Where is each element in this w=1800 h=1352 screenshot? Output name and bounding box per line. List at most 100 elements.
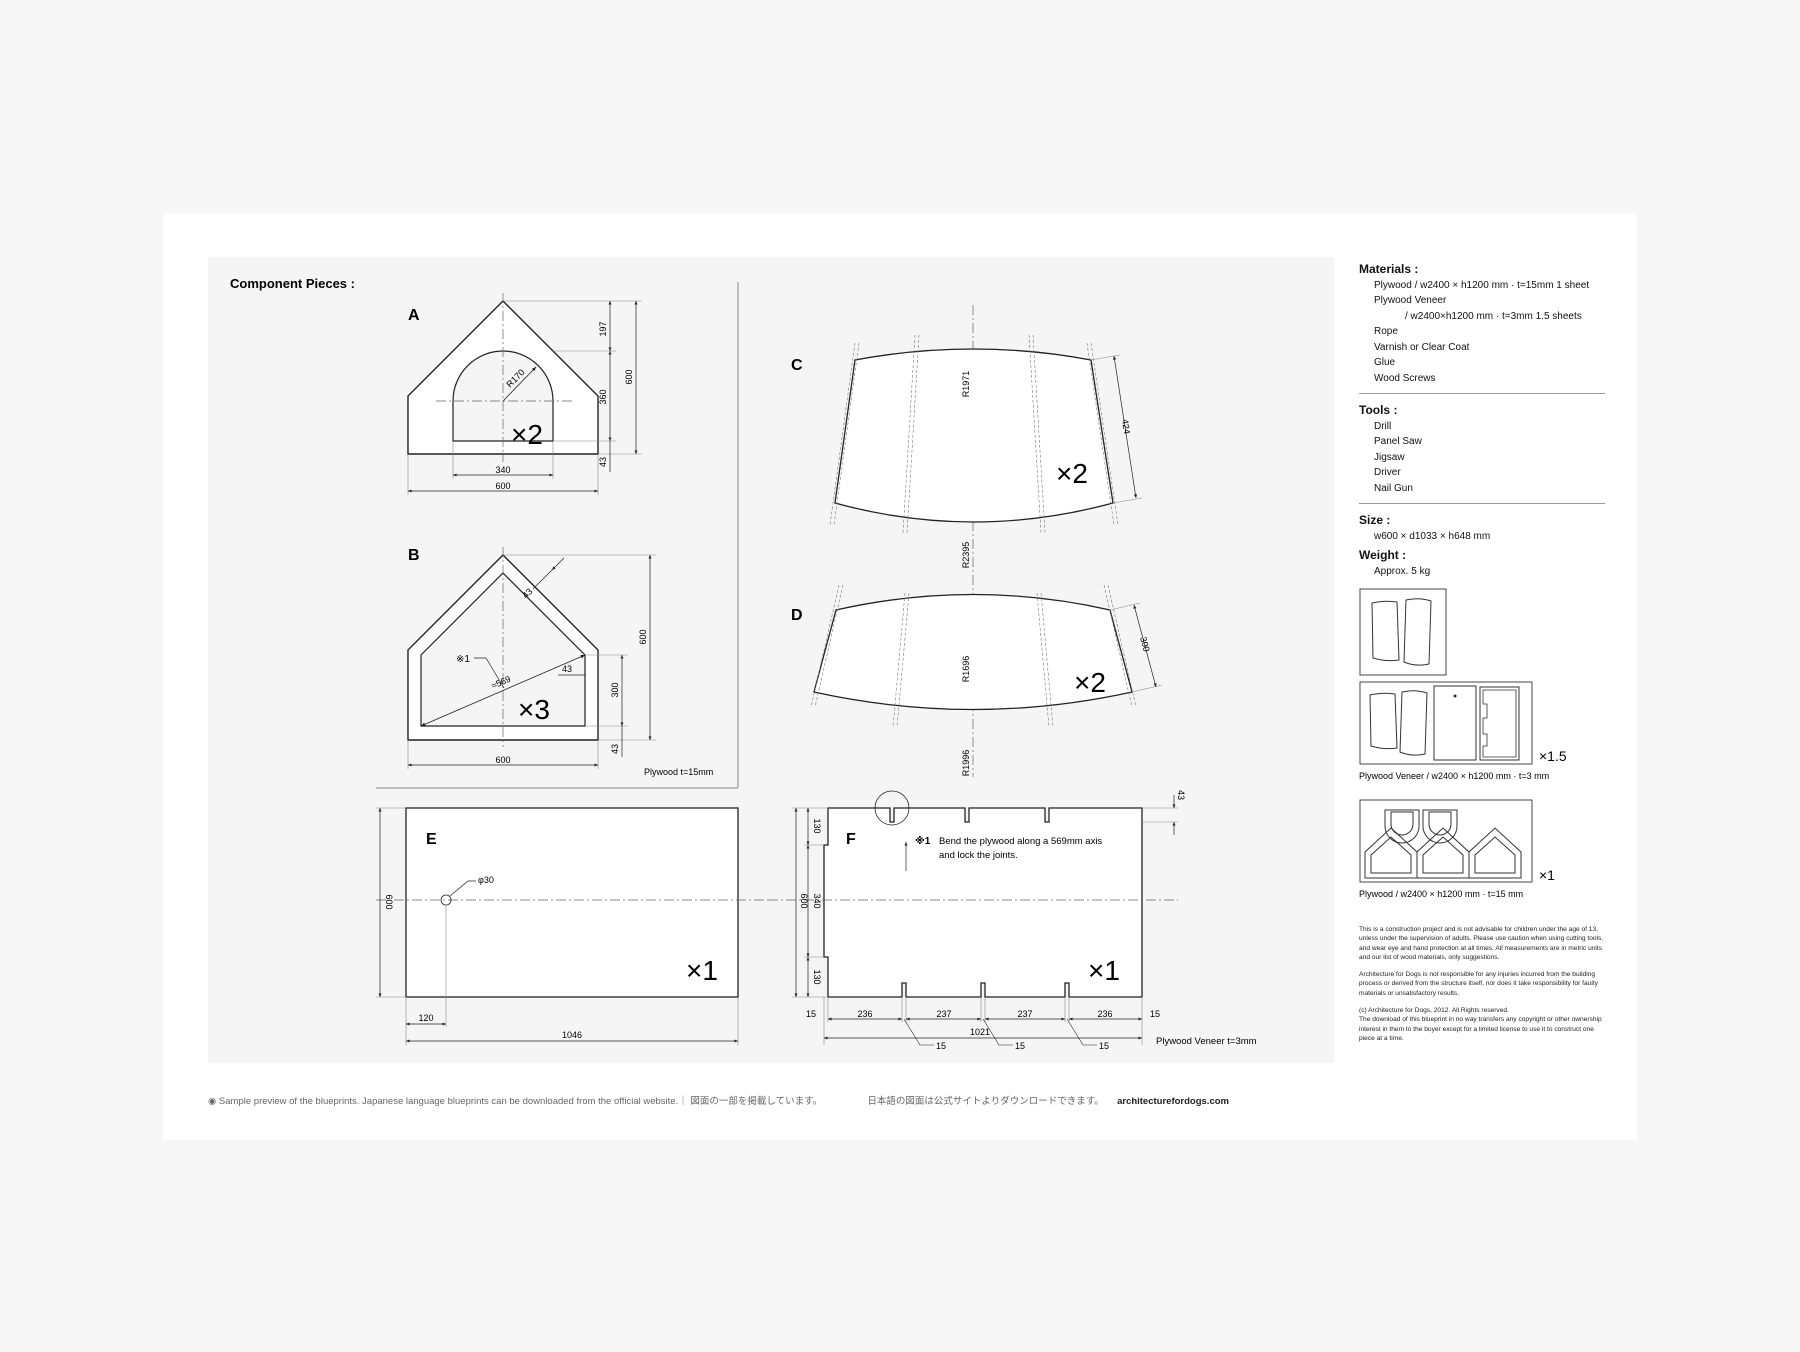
footer: ◉ Sample preview of the blueprints. Japa…: [208, 1093, 1229, 1107]
piece-f: F ※1 Bend the plywood along a 569mm axis…: [768, 790, 1186, 1051]
tool-item: Driver: [1374, 467, 1401, 478]
piece-a-qty: ×2: [511, 419, 543, 450]
dim-b-300: 300: [610, 682, 620, 697]
dim-b-43b: 43: [562, 664, 572, 674]
dim-f-s15c: 15: [1099, 1041, 1109, 1051]
layout-veneer-mult: ×1.5: [1539, 748, 1567, 764]
drawing-canvas: Component Pieces : A R170 ×2: [230, 276, 1257, 1051]
tool-item: Nail Gun: [1374, 482, 1413, 494]
layout-veneer-label: Plywood Veneer / w2400 × h1200 mm · t=3 …: [1359, 771, 1549, 781]
piece-d-letter: D: [791, 607, 803, 624]
plywood-label: Plywood t=15mm: [644, 767, 713, 777]
dim-f-s15a: 15: [936, 1041, 946, 1051]
component-drawing: Component Pieces : A R170 ×2: [208, 257, 1334, 1063]
dim-f-b237a: 237: [936, 1009, 951, 1019]
dim-e-600: 600: [384, 894, 394, 909]
piece-e: E φ30 ×1 600 120 1046: [376, 807, 768, 1045]
license-text: The download of this blueprint in no way…: [1359, 1016, 1602, 1042]
material-item-indent: / w2400×h1200 mm · t=3mm 1.5 sheets: [1405, 310, 1582, 322]
legal-notice: This is a construction project and is no…: [1359, 925, 1605, 1043]
tool-item: Jigsaw: [1374, 451, 1405, 463]
joint-detail-circle: [874, 790, 910, 826]
dim-c-424: 424: [1120, 418, 1132, 434]
dim-a-43: 43: [598, 457, 608, 467]
dim-f-130a: 130: [812, 818, 822, 833]
piece-e-qty: ×1: [686, 955, 718, 986]
dim-f-b236b: 236: [1097, 1009, 1112, 1019]
material-item: Rope: [1374, 326, 1398, 337]
dim-a-197: 197: [598, 321, 608, 336]
spec-sidebar: Materials : Plywood / w2400 × h1200 mm ·…: [1359, 260, 1605, 579]
dim-a-360: 360: [598, 389, 608, 404]
dim-f-43: 43: [1176, 790, 1186, 800]
legal-paragraph: This is a construction project and is no…: [1359, 926, 1604, 961]
weight-value: Approx. 5 kg: [1374, 565, 1431, 577]
piece-d-outline: [813, 593, 1133, 711]
piece-f-qty: ×1: [1088, 955, 1120, 986]
piece-e-letter: E: [426, 831, 437, 848]
cutting-layouts: ×1.5 Plywood Veneer / w2400 × h1200 mm ·…: [1359, 588, 1567, 899]
piece-f-outline: [823, 807, 1143, 998]
dim-f-s15b: 15: [1015, 1041, 1025, 1051]
dim-b-600h: 600: [495, 755, 510, 765]
size-heading: Size :: [1359, 513, 1391, 527]
dim-f-b236a: 236: [857, 1009, 872, 1019]
size-value: w600 × d1033 × h648 mm: [1374, 530, 1491, 542]
piece-b-letter: B: [408, 547, 420, 564]
layout-veneer-sheet: [1359, 681, 1533, 765]
dim-f-600: 600: [799, 893, 809, 908]
dim-b-600v: 600: [638, 629, 648, 644]
piece-d: D 300 R1696 R1996 ×2: [791, 584, 1163, 777]
dim-b-43c: 43: [610, 744, 620, 754]
dim-d-r1996: R1996: [961, 750, 971, 777]
sidebar-divider: [1359, 393, 1605, 394]
materials-heading: Materials :: [1359, 262, 1419, 276]
piece-c-outline: [834, 348, 1114, 523]
dim-f-b15b: 15: [1150, 1009, 1160, 1019]
dim-b-note: ※1: [456, 654, 470, 665]
dim-c-r2395: R2395: [961, 542, 971, 569]
footer-jp: 日本語の図面は公式サイトよりダウンロードできます。: [867, 1096, 1104, 1107]
dim-f-340: 340: [812, 893, 822, 908]
piece-b-inner: [420, 572, 586, 727]
piece-b-qty: ×3: [518, 694, 550, 725]
footer-text: ◉ Sample preview of the blueprints. Japa…: [208, 1096, 823, 1107]
dim-e-hole: φ30: [478, 875, 494, 885]
note-mark: ※1: [915, 835, 931, 847]
layout-small-sheet: [1359, 588, 1447, 676]
piece-d-qty: ×2: [1074, 667, 1106, 698]
piece-f-letter: F: [846, 831, 856, 848]
piece-c-qty: ×2: [1056, 458, 1088, 489]
dim-e-120: 120: [418, 1013, 433, 1023]
material-item: Varnish or Clear Coat: [1374, 341, 1470, 353]
piece-c-letter: C: [791, 357, 803, 374]
dim-f-1021: 1021: [970, 1027, 990, 1037]
note-line2: and lock the joints.: [939, 850, 1018, 861]
material-item: Wood Screws: [1374, 372, 1436, 384]
layout-plywood-mult: ×1: [1539, 867, 1555, 883]
tool-item: Panel Saw: [1374, 436, 1422, 447]
component-title: Component Pieces :: [230, 276, 355, 291]
piece-e-outline: [405, 807, 739, 998]
tool-item: Drill: [1374, 420, 1392, 432]
blueprint-sheet: Component Pieces : A R170 ×2: [163, 213, 1637, 1140]
copyright-line: (c) Architecture for Dogs, 2012. All Rig…: [1359, 1007, 1509, 1015]
dim-f-130b: 130: [812, 969, 822, 984]
weight-heading: Weight :: [1359, 548, 1407, 562]
piece-a: A R170 ×2 197 360 43 600: [407, 293, 642, 495]
site-link[interactable]: architecturefordogs.com: [1117, 1096, 1229, 1107]
dim-e-1046: 1046: [562, 1030, 582, 1040]
sidebar-divider: [1359, 503, 1605, 504]
piece-c: C 424 R1971 R2395 ×2: [791, 334, 1143, 569]
material-item: Glue: [1374, 357, 1396, 368]
layout-plywood-label: Plywood / w2400 × h1200 mm · t=15 mm: [1359, 889, 1523, 899]
dim-d-300: 300: [1138, 636, 1152, 653]
piece-b: B ≈569 ※1 ×3 43 43: [407, 547, 656, 769]
dim-a-600v: 600: [624, 369, 634, 384]
note-line1: Bend the plywood along a 569mm axis: [939, 836, 1102, 847]
legal-paragraph: Architecture for Dogs is not responsible…: [1359, 971, 1598, 997]
tools-heading: Tools :: [1359, 403, 1398, 417]
layout-plywood-sheet: [1359, 799, 1533, 883]
piece-a-letter: A: [408, 307, 420, 324]
material-item: Plywood Veneer: [1374, 295, 1447, 306]
